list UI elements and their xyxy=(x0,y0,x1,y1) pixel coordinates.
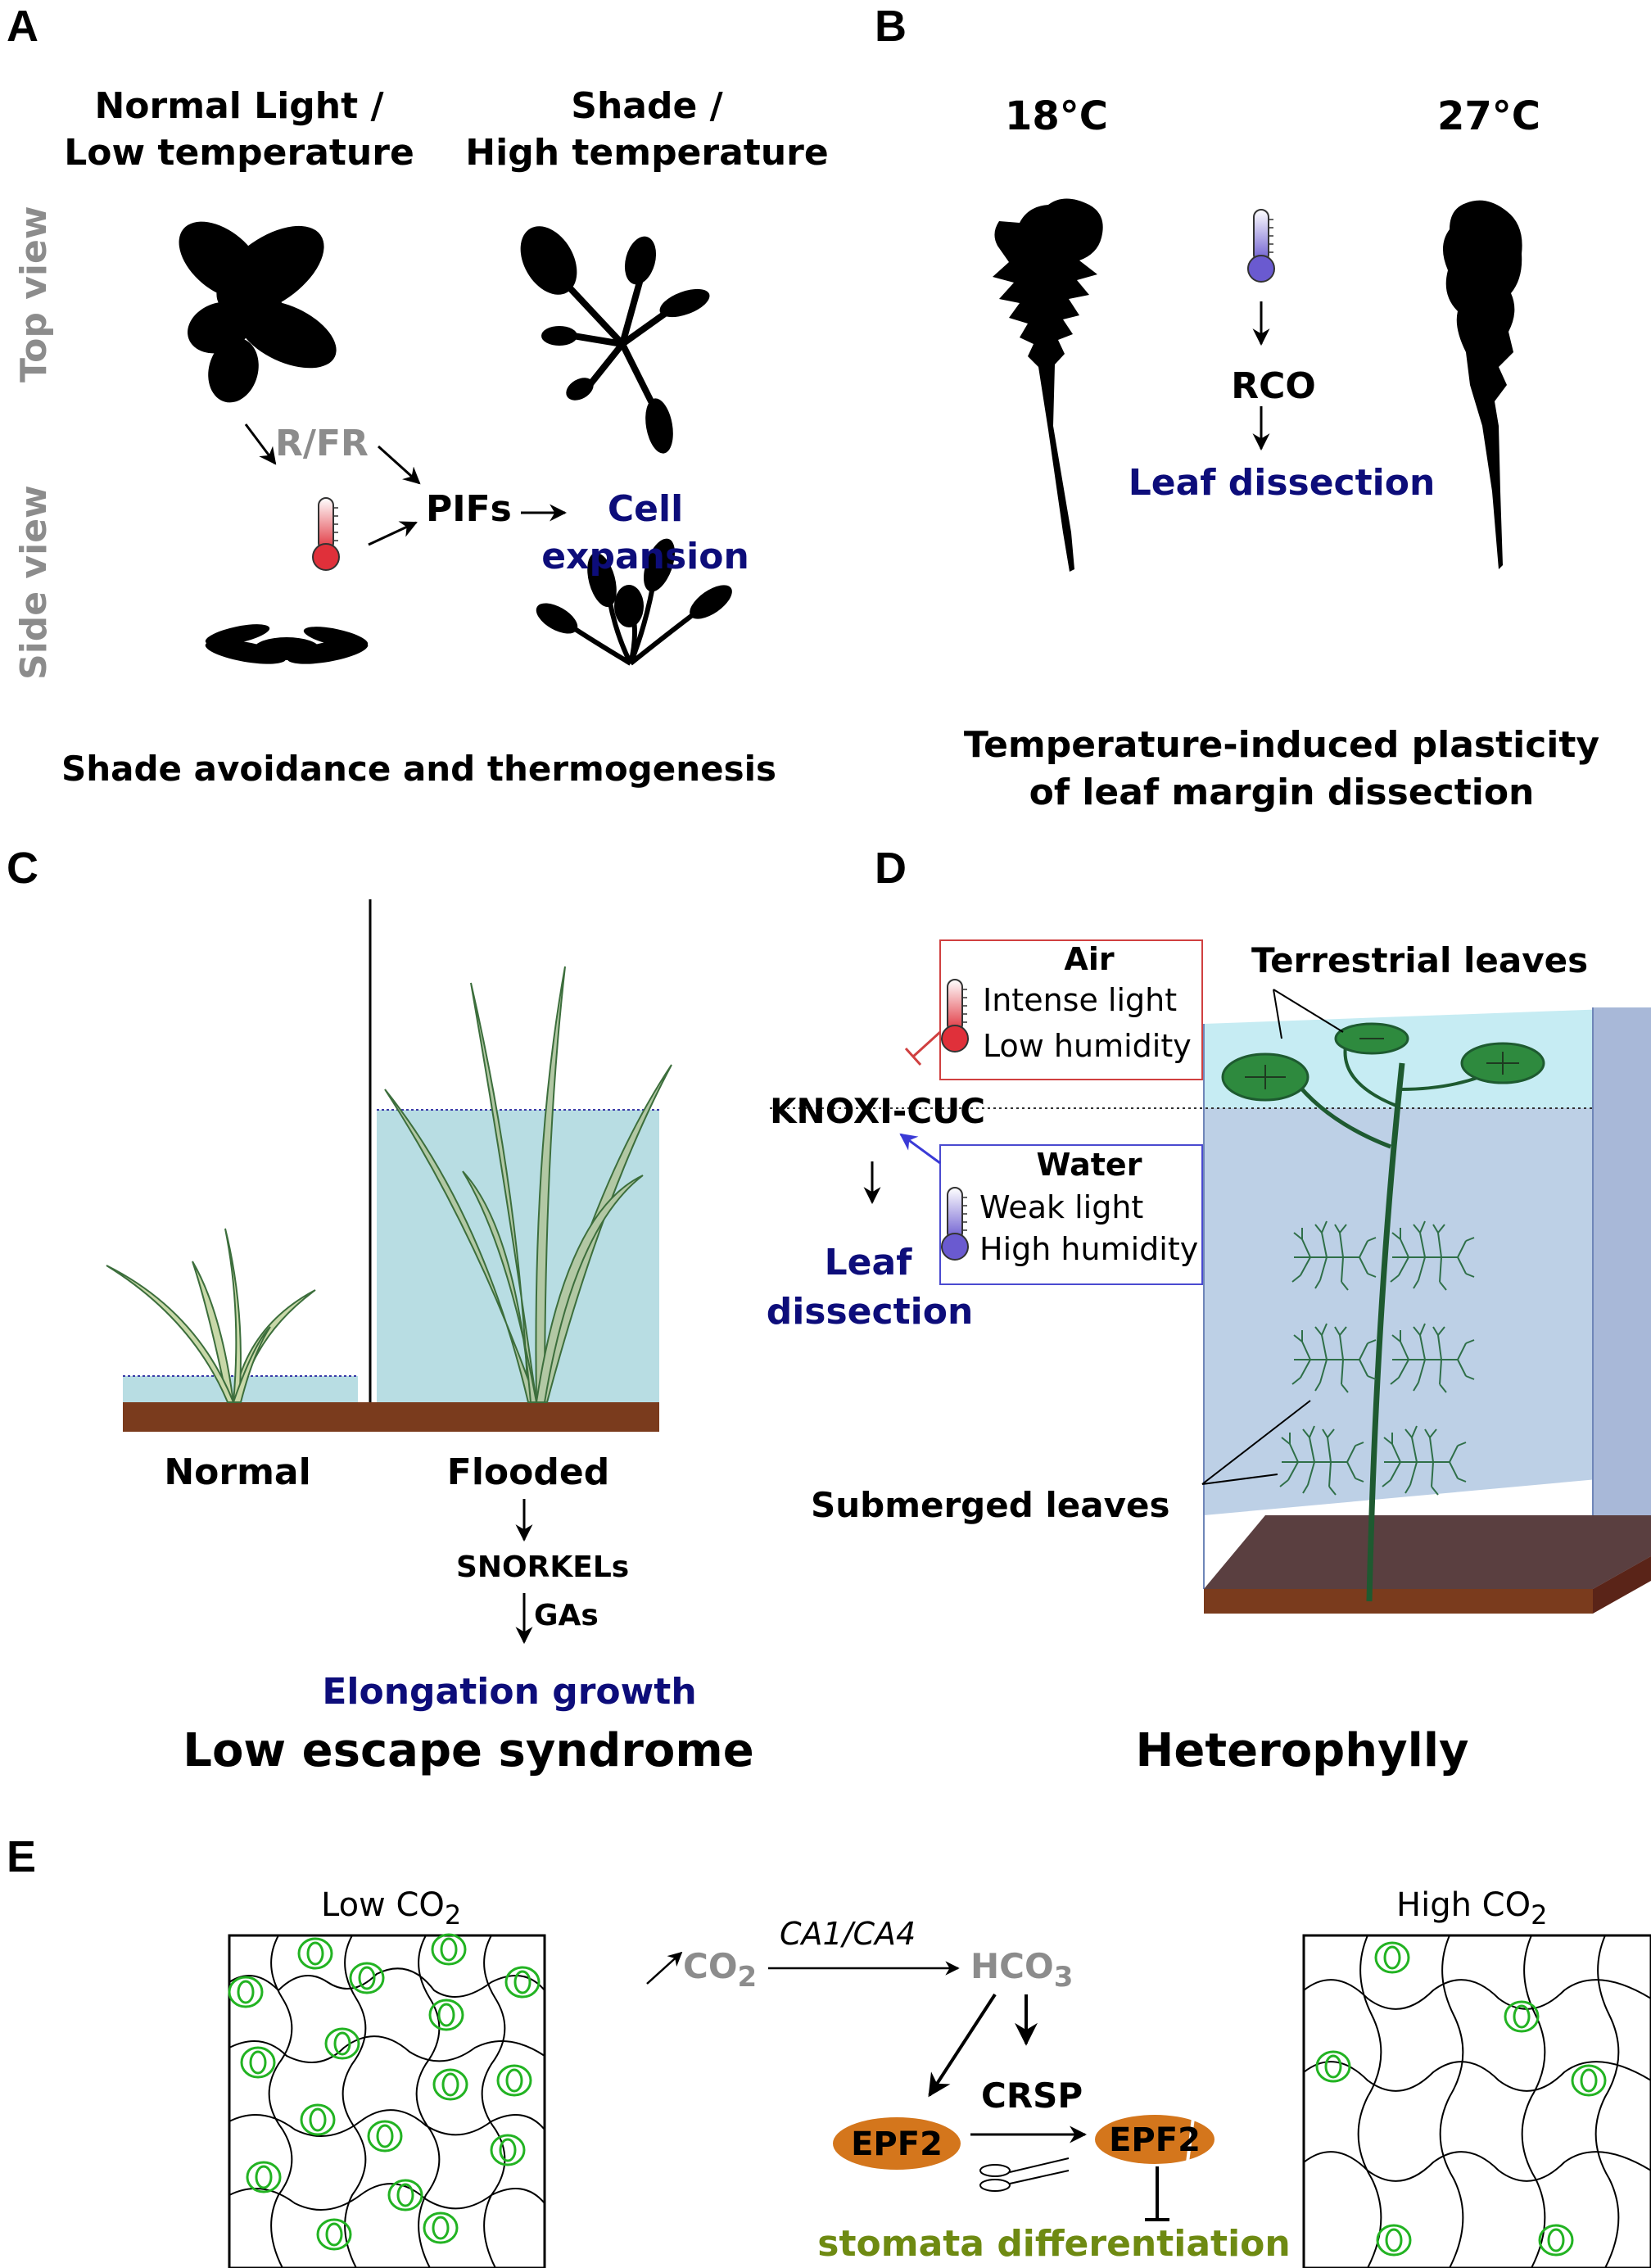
crsp-label: CRSP xyxy=(981,2076,1083,2116)
intense-light-label: Intense light xyxy=(983,982,1178,1018)
elongation-growth-label: Elongation growth xyxy=(322,1671,697,1713)
low-humidity-label: Low humidity xyxy=(983,1028,1192,1064)
leaf-18c-silhouette xyxy=(993,198,1103,572)
rco-label: RCO xyxy=(1231,365,1316,407)
panel-d-letter: D xyxy=(875,844,907,893)
low-co2-label: Low CO2 xyxy=(321,1886,462,1931)
stomata-differentiation-label: stomata differentiation xyxy=(817,2223,1291,2265)
thermometer-air-icon xyxy=(941,979,969,1053)
panel-b-letter: B xyxy=(875,2,907,51)
terrestrial-leaves-label: Terrestrial leaves xyxy=(1251,940,1589,980)
panel-e-letter: E xyxy=(7,1832,37,1881)
thermometer-cold-icon xyxy=(1247,209,1275,283)
panel-b-caption-2: of leaf margin dissection xyxy=(1029,772,1535,813)
submerged-leaves-label: Submerged leaves xyxy=(811,1485,1170,1525)
panel-d-caption: Heterophylly xyxy=(1135,1724,1469,1777)
rosette-normal-side xyxy=(205,624,369,664)
co2-label: CO2 xyxy=(683,1946,758,1994)
panel-a-caption: Shade avoidance and thermogenesis xyxy=(61,749,776,789)
epf2-cleaved-label: EPF2 xyxy=(1109,2121,1201,2159)
epidermis-high-co2 xyxy=(1302,1934,1651,2268)
high-temperature-label: High temperature xyxy=(465,132,829,174)
rfr-label: R/FR xyxy=(275,423,369,464)
normal-label: Normal xyxy=(164,1451,311,1493)
tank-soil-top xyxy=(1204,1515,1651,1589)
panel-c xyxy=(106,899,672,1645)
ca1-ca4-label: CA1/CA4 xyxy=(780,1916,916,1952)
low-temperature-label: Low temperature xyxy=(64,132,414,174)
heterophyllous-plant xyxy=(1221,1022,1545,1602)
expansion-label: expansion xyxy=(541,536,749,577)
panel-b-caption-1: Temperature-induced plasticity xyxy=(963,724,1600,766)
weak-light-label: Weak light xyxy=(979,1189,1144,1225)
tank-air xyxy=(1204,1007,1651,1108)
panel-b xyxy=(993,198,1522,572)
rosette-normal-top xyxy=(179,221,337,403)
epf2-cleaved-ellipse xyxy=(1095,2115,1215,2164)
knoxi-cuc-label: KNOXI-CUC xyxy=(770,1091,986,1131)
rice-plant-flooded xyxy=(384,966,672,1403)
panel-a xyxy=(179,221,732,666)
dissection-label: dissection xyxy=(766,1291,974,1333)
shade-label: Shade / xyxy=(571,85,723,127)
rice-plant-normal xyxy=(106,1228,316,1403)
rosette-shade-top xyxy=(520,226,710,454)
epf2-label: EPF2 xyxy=(851,2125,943,2163)
high-co2-label: High CO2 xyxy=(1396,1886,1548,1931)
top-view-label: Top view xyxy=(13,206,55,383)
normal-light-label: Normal Light / xyxy=(94,85,384,127)
panel-d xyxy=(770,939,1651,1614)
pifs-label: PIFs xyxy=(426,488,512,530)
leaf-27c-silhouette xyxy=(1442,200,1522,569)
thermometer-hot-icon xyxy=(312,497,340,571)
hco3-label: HCO3 xyxy=(970,1946,1074,1994)
thermometer-water-icon xyxy=(941,1187,969,1261)
soil-strip xyxy=(123,1402,659,1432)
water-box xyxy=(939,1144,1203,1285)
panel-c-letter: C xyxy=(7,844,38,893)
air-box xyxy=(939,939,1203,1080)
air-title: Air xyxy=(1064,941,1115,977)
panel-a-letter: A xyxy=(7,2,38,51)
scissors-icon xyxy=(979,2157,1070,2192)
leaf-label: Leaf xyxy=(824,1242,912,1283)
tank-front xyxy=(1204,1108,1651,1515)
snorkels-label: SNORKELs xyxy=(456,1550,630,1584)
side-view-label: Side view xyxy=(13,485,55,680)
temp-18c-label: 18°C xyxy=(1004,93,1109,139)
cell-label: Cell xyxy=(607,488,684,530)
epf2-ellipse xyxy=(833,2117,961,2170)
panel-e xyxy=(228,1933,1651,2268)
leaf-dissection-label: Leaf dissection xyxy=(1128,462,1436,504)
rosette-shade-side xyxy=(536,538,732,666)
water-title: Water xyxy=(1036,1147,1142,1183)
gas-label: GAs xyxy=(534,1599,599,1632)
panel-c-caption: Low escape syndrome xyxy=(183,1724,754,1777)
high-humidity-label: High humidity xyxy=(979,1231,1199,1267)
flooded-label: Flooded xyxy=(446,1451,610,1493)
temp-27c-label: 27°C xyxy=(1436,93,1541,139)
